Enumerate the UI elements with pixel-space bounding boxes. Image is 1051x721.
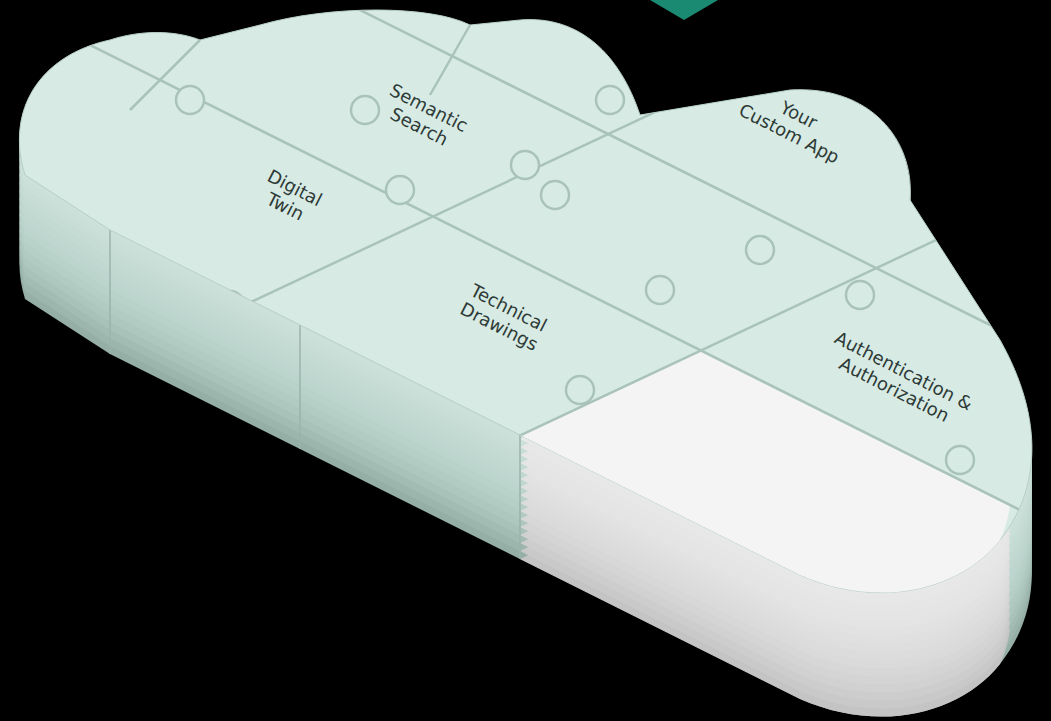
pointer-triangle bbox=[650, 0, 718, 20]
puzzle-seams bbox=[0, 0, 1051, 680]
cloud-top bbox=[19, 10, 1031, 593]
puzzle-knobs bbox=[176, 86, 974, 474]
